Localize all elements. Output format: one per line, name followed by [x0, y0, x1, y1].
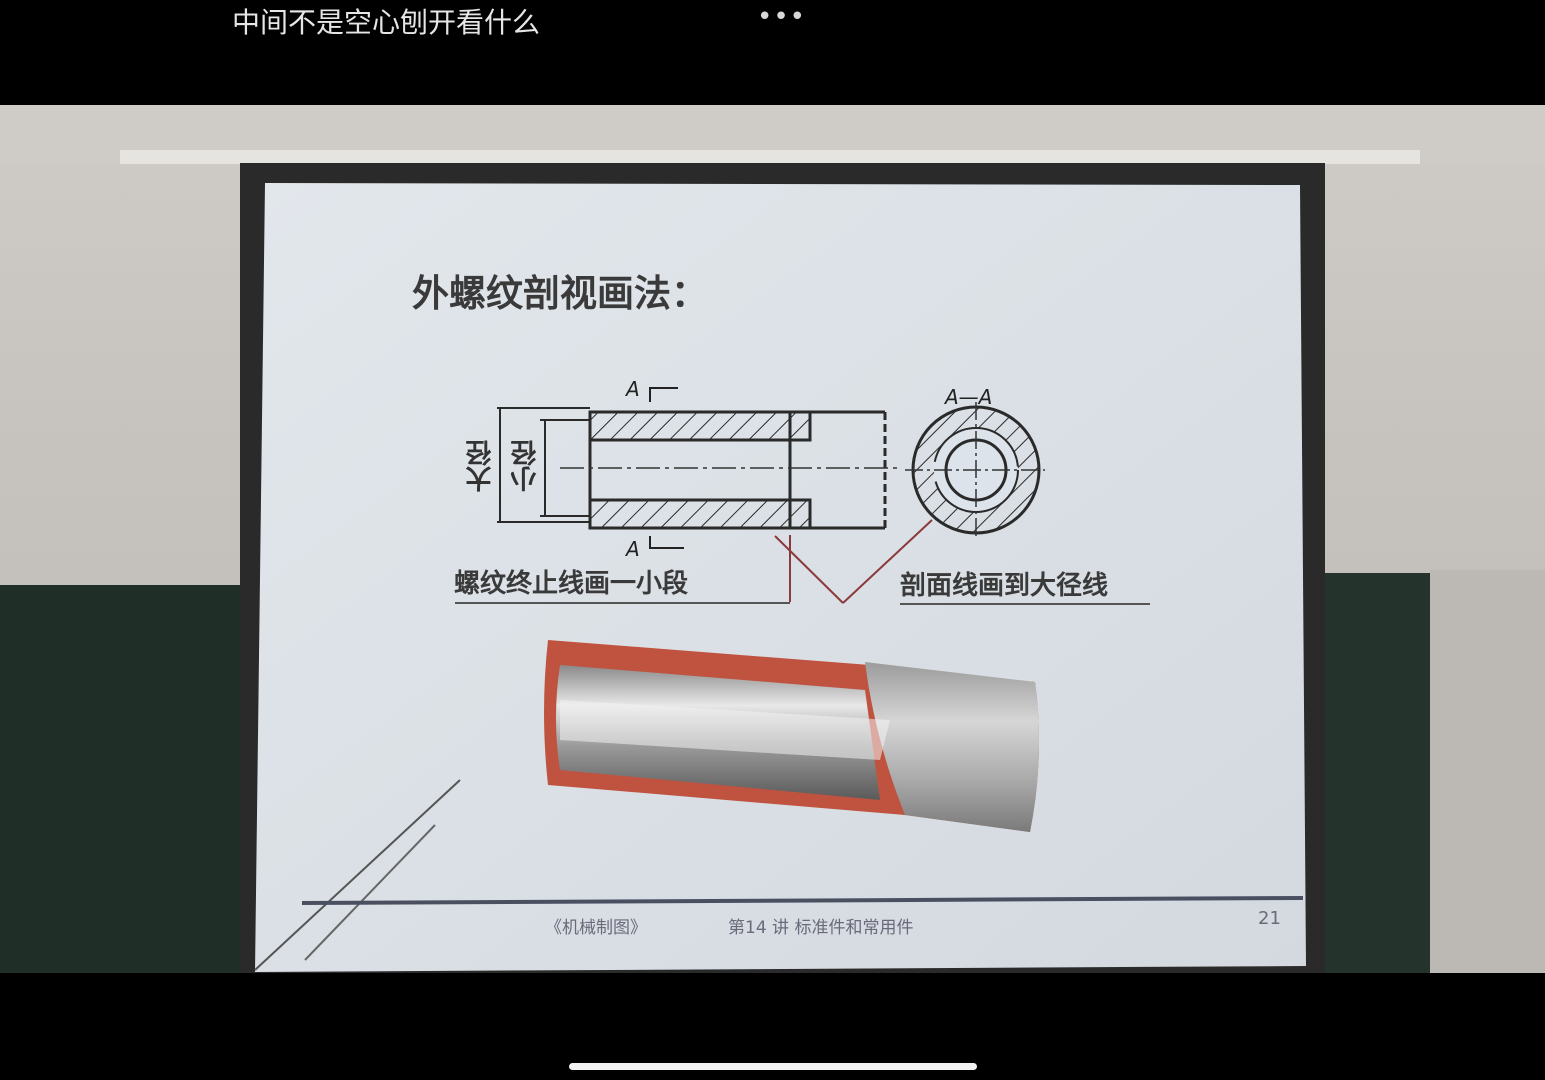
note-thread-end-line: 螺纹终止线画一小段 [454, 569, 689, 599]
section-arrow-top [649, 387, 678, 402]
page-number: 21 [1258, 908, 1281, 929]
leader-lines [774, 519, 933, 604]
pen-stroke-2 [304, 824, 436, 961]
pen-stroke-1 [254, 779, 461, 971]
section-view-label: A—A [945, 385, 993, 409]
home-indicator[interactable] [569, 1063, 977, 1070]
projector-mount [120, 150, 1420, 164]
video-frame[interactable]: 外螺纹剖视画法： A A A—A 大径 小径 螺纹终止线画一小段 剖面线画到大径… [0, 105, 1545, 973]
footer-lecture: 第14 讲 标准件和常用件 [728, 918, 914, 938]
slide-title: 外螺纹剖视画法： [412, 272, 708, 315]
chalkboard-right [1320, 573, 1430, 973]
minor-diameter-label: 小径 [511, 440, 541, 492]
top-bar: 中间不是空心刨开看什么 ••• [0, 0, 1545, 105]
footer-rule [301, 896, 1304, 905]
section-label-top: A [626, 377, 640, 401]
dimension-lines [497, 407, 590, 523]
footer-course: 《机械制图》 [545, 918, 647, 938]
comment-text: 中间不是空心刨开看什么 [232, 6, 541, 39]
external-thread-front-view [588, 410, 887, 530]
bottom-bar [0, 973, 1545, 1080]
classroom-scene [0, 105, 1545, 973]
section-label-bottom: A [626, 537, 640, 561]
threaded-rod-3d [544, 640, 1039, 832]
note-hatch-to-major: 剖面线画到大径线 [900, 571, 1109, 601]
wall-right [1430, 570, 1545, 973]
section-view-a-a [905, 402, 1045, 540]
slide [255, 183, 1306, 972]
chalkboard-left [0, 585, 240, 973]
major-diameter-label: 大径 [466, 440, 496, 492]
more-options-icon[interactable]: ••• [757, 2, 807, 32]
section-arrow-bottom [649, 536, 684, 549]
